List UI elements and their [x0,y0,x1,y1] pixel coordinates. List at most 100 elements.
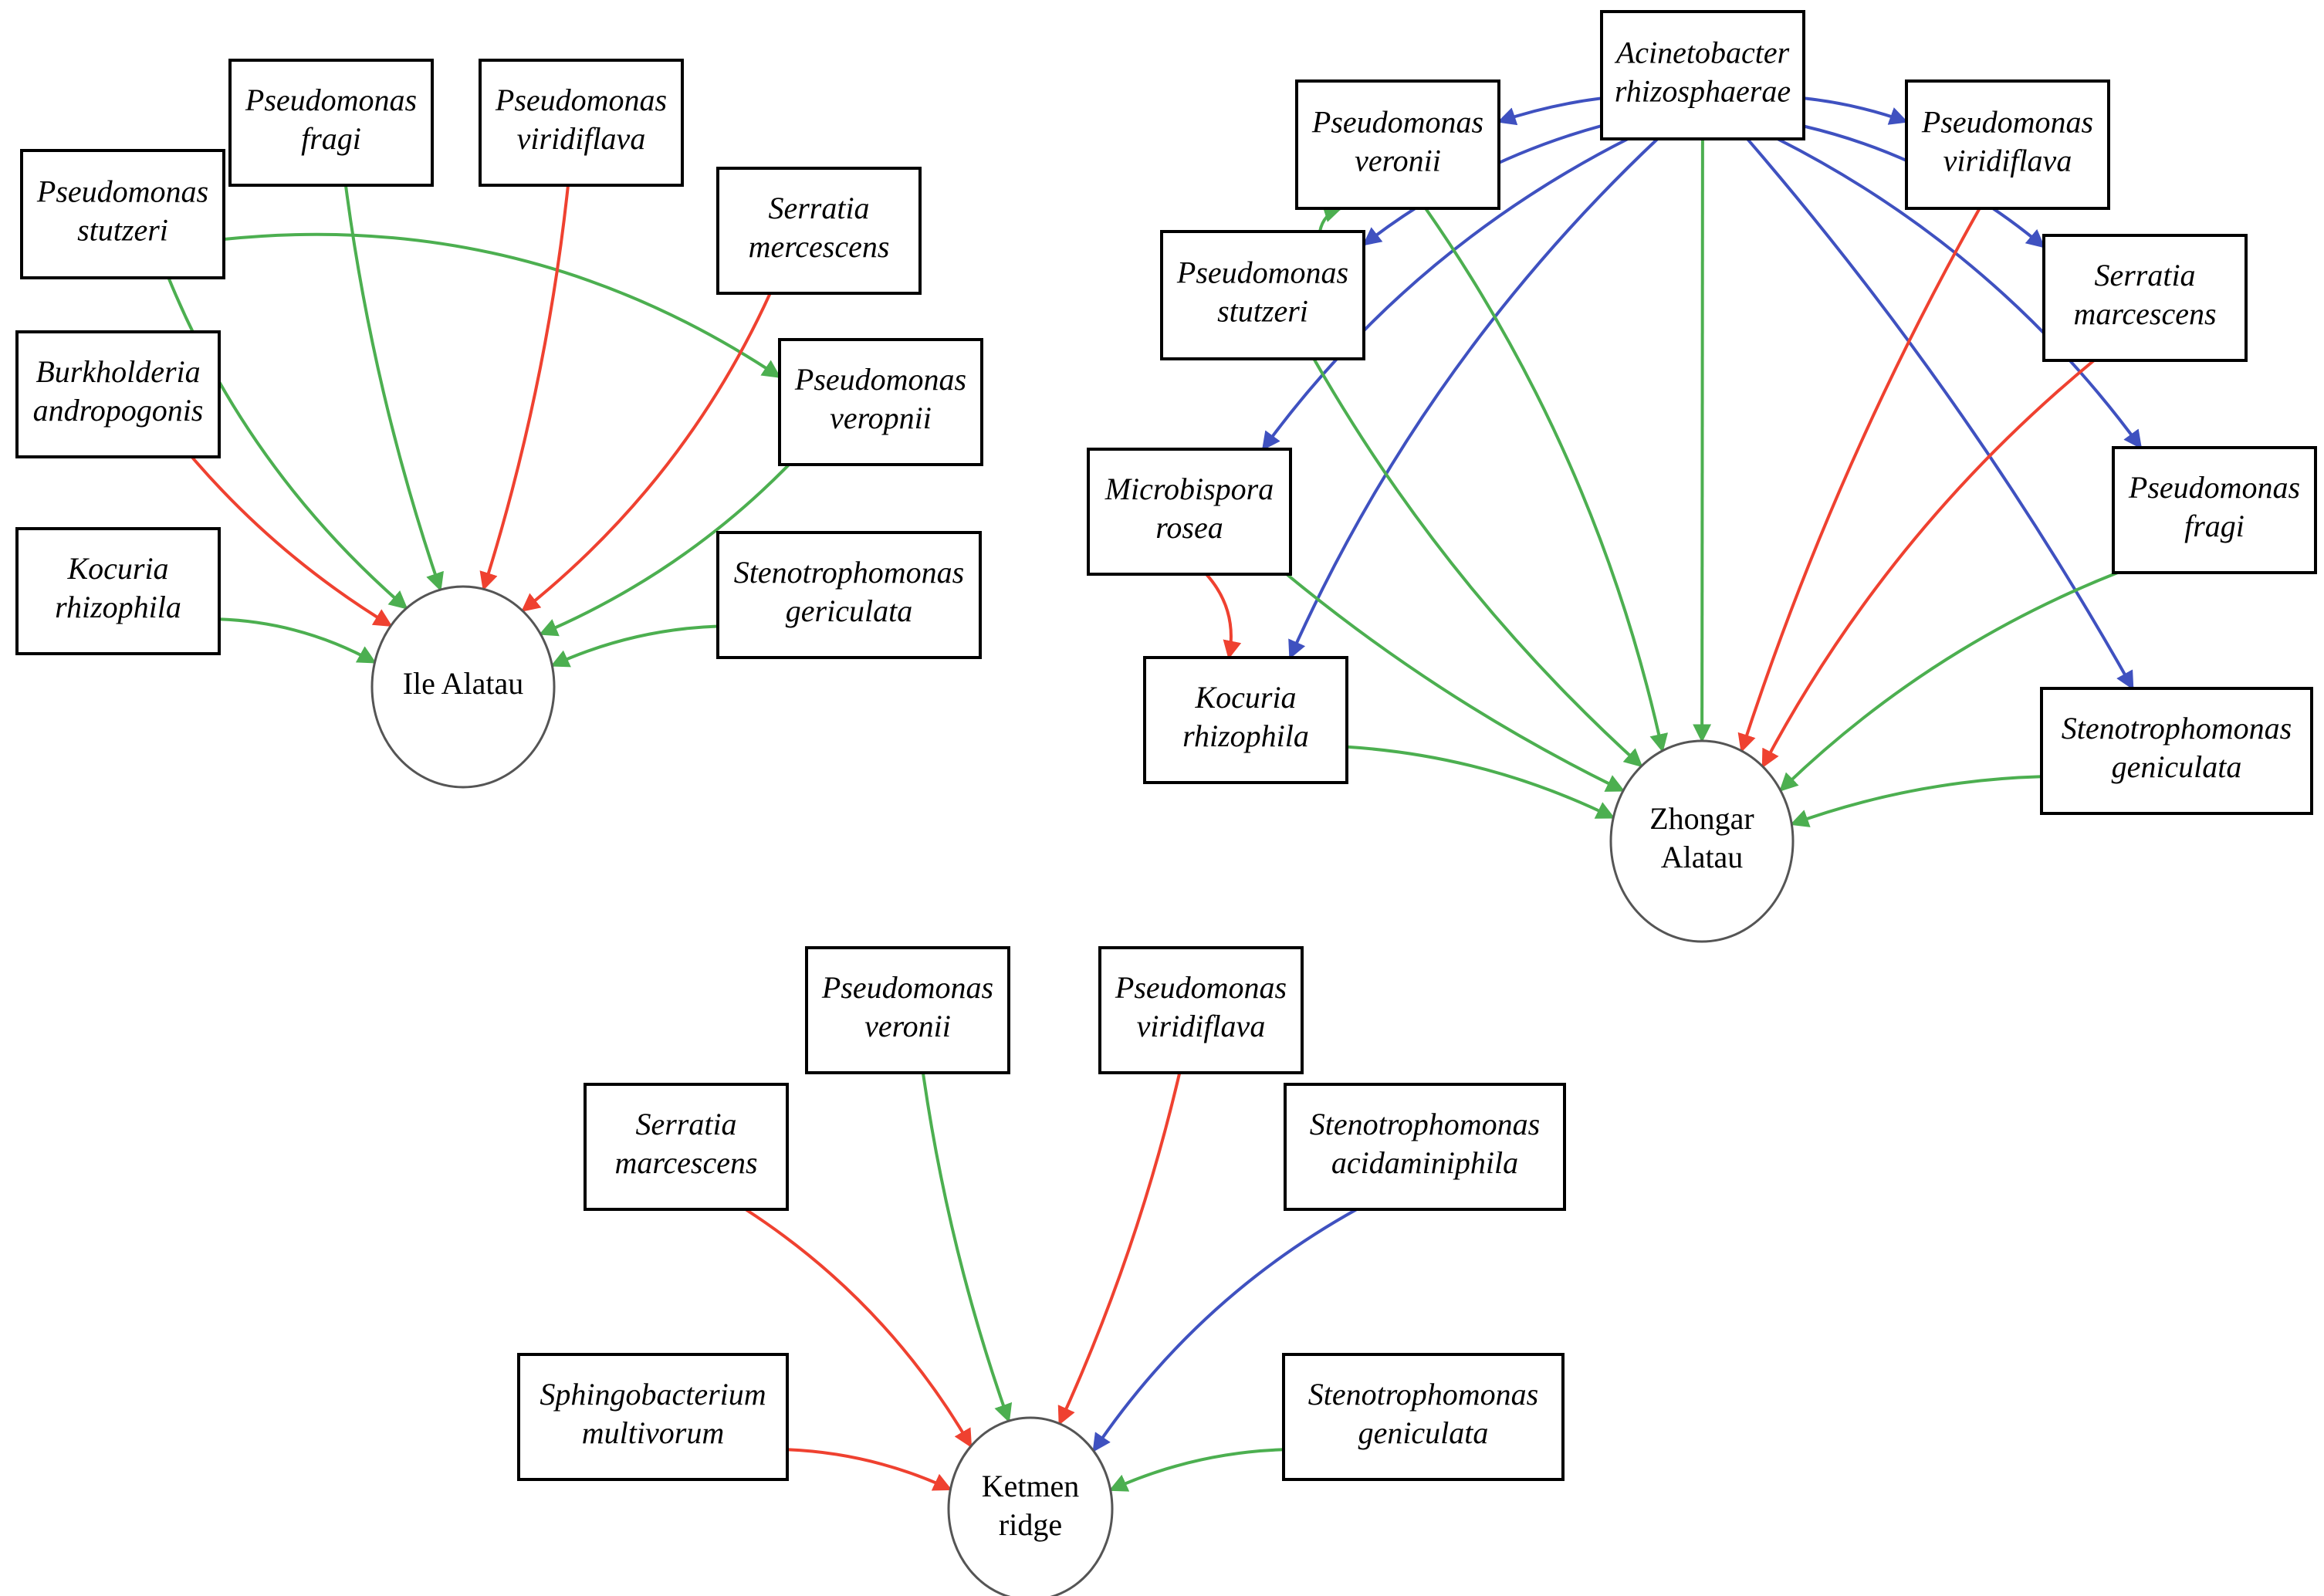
edge-zhongar-acinetobacter-to-viridiflava [1803,96,1909,125]
edge-zhongar-kocuria-to-hub [1346,745,1615,820]
species-label-line-2: gericulata [786,593,912,628]
hub-label-line-1: Ile Alatau [403,666,524,701]
species-label-line-1: Serratia [635,1107,736,1141]
species-label-line-1: Sphingobacterium [540,1377,766,1412]
hub-label-line-2: Alatau [1661,840,1744,874]
species-label-line-1: Kocuria [1194,680,1296,715]
species-label-line-2: viridiflava [1137,1009,1266,1043]
species-node-serratia: Serratia marcescens [2042,234,2248,362]
species-label-line-2: geniculata [1358,1415,1489,1450]
edge-zhongar-stutzeri-to-veronii [1318,204,1343,232]
species-node-viridiflava: Pseudomonas viridiflava [1098,946,1304,1074]
species-node-stutzeri: Pseudomonas stutzeri [1160,230,1365,360]
species-label-line-1: Kocuria [66,551,168,586]
species-label-line-2: marcescens [2073,296,2216,331]
species-node-viridiflava: Pseudomonas viridiflava [479,59,684,187]
species-node-serratia: Serratia marcescens [584,1083,789,1211]
species-node-serratia: Serratia mercescens [716,167,922,295]
species-label-line-1: Microbispora [1104,472,1274,506]
edge-zhongar-acinetobacter-to-microbispora [1261,137,1629,451]
edge-ketmen-sphingo-to-hub [787,1448,952,1491]
edge-zhongar-microbispora-to-kocuria [1205,573,1242,660]
edge-ketmen-serratia-to-hub [744,1208,973,1449]
hub-label-line-2: ridge [999,1507,1062,1542]
species-label-line-1: Stenotrophomonas [1310,1107,1541,1141]
edge-zhongar-fragi-to-hub [1779,571,2119,792]
species-label-line-1: Serratia [768,191,869,225]
species-label-line-1: Pseudomonas [1176,255,1348,290]
species-label-line-2: marcescens [614,1145,757,1180]
species-label-line-1: Pseudomonas [245,83,417,117]
species-label-line-2: viridiflava [517,121,646,156]
species-label-line-1: Pseudomonas [794,362,966,397]
species-label-line-2: viridiflava [1943,144,2072,178]
species-label-line-2: rosea [1155,510,1223,545]
species-label-line-1: Stenotrophomonas [2062,711,2292,746]
species-node-kocuria: Kocuria rhizophila [15,527,221,655]
species-label-line-1: Acinetobacter [1614,36,1790,70]
edge-zhongar-viridiflava-to-hub [1737,208,1981,753]
edge-ketmen-veronii-to-hub [921,1072,1013,1423]
species-node-veronii: Pseudomonas veronii [1295,79,1500,210]
edge-zhongar-acinetobacter-to-steno [1746,137,2134,691]
edge-ile-fragi-to-hub [343,184,444,592]
edge-ile-kocuria-to-hub [218,617,377,664]
species-label-line-1: Pseudomonas [36,174,208,209]
edge-zhongar-acinetobacter-to-kocuria [1288,137,1659,660]
edge-ketmen-viridiflava-to-hub [1057,1072,1182,1425]
species-node-stutzeri: Pseudomonas stutzeri [20,149,225,279]
edge-zhongar-microbispora-to-hub [1285,573,1625,793]
species-label-line-2: rhizophila [55,590,181,624]
edge-zhongar-veronii-to-hub [1424,207,1669,753]
species-label-line-2: stutzeri [1217,294,1308,329]
nodes-layer: Ile AlatauPseudomonasstutzeriPseudomonas… [15,10,2317,1596]
species-label-line-2: geniculata [2112,749,2242,784]
edges-layer [167,96,2143,1492]
species-label-line-1: Pseudomonas [1311,105,1483,140]
edge-ile-burkholderia-to-hub [190,455,393,627]
edge-zhongar-acinetobacter-to-hub [1693,138,1712,743]
species-label-line-2: veronii [1355,144,1441,178]
edge-ile-serratia-to-hub [521,292,772,612]
species-label-line-2: veropnii [830,401,932,435]
edge-ketmen-acidaminiphila-to-hub [1092,1208,1358,1452]
species-label-line-1: Pseudomonas [2128,470,2300,505]
species-label-line-2: veronii [864,1009,951,1043]
species-label-line-2: multivorum [582,1415,724,1450]
species-label-line-1: Pseudomonas [1921,105,2093,140]
edge-ile-stutzeri-to-veropnii [223,232,781,379]
species-label-line-1: Burkholderia [36,354,200,389]
species-label-line-1: Stenotrophomonas [1308,1377,1539,1412]
species-label-line-2: stutzeri [77,213,168,248]
species-label-line-1: Stenotrophomonas [734,555,965,590]
edge-zhongar-stutzeri-to-hub [1312,358,1643,768]
species-node-acidaminiphila: Stenotrophomonas acidaminiphila [1284,1083,1566,1211]
species-label-line-2: acidaminiphila [1331,1145,1518,1180]
edge-zhongar-acinetobacter-to-veronii [1497,96,1602,126]
species-label-line-1: Pseudomonas [495,83,667,117]
edge-ile-steno-to-hub [550,624,719,668]
species-node-veropnii: Pseudomonas veropnii [778,338,983,466]
species-label-line-1: Pseudomonas [1115,970,1287,1005]
hub-label-line-1: Ketmen [982,1469,1080,1503]
species-node-acinetobacter: Acinetobacter rhizosphaerae [1600,10,1805,140]
species-label-line-2: rhizosphaerae [1615,74,1791,109]
edge-zhongar-serratia-to-hub [1761,359,2096,769]
species-label-line-2: mercescens [749,229,890,264]
hub-node-ile: Ile Alatau [370,585,556,789]
edge-ketmen-geniculata-to-hub [1108,1448,1284,1492]
species-label-line-1: Serratia [2094,258,2195,292]
edge-ile-viridiflava-to-hub [479,184,570,591]
edge-zhongar-steno-to-hub [1790,775,2042,827]
